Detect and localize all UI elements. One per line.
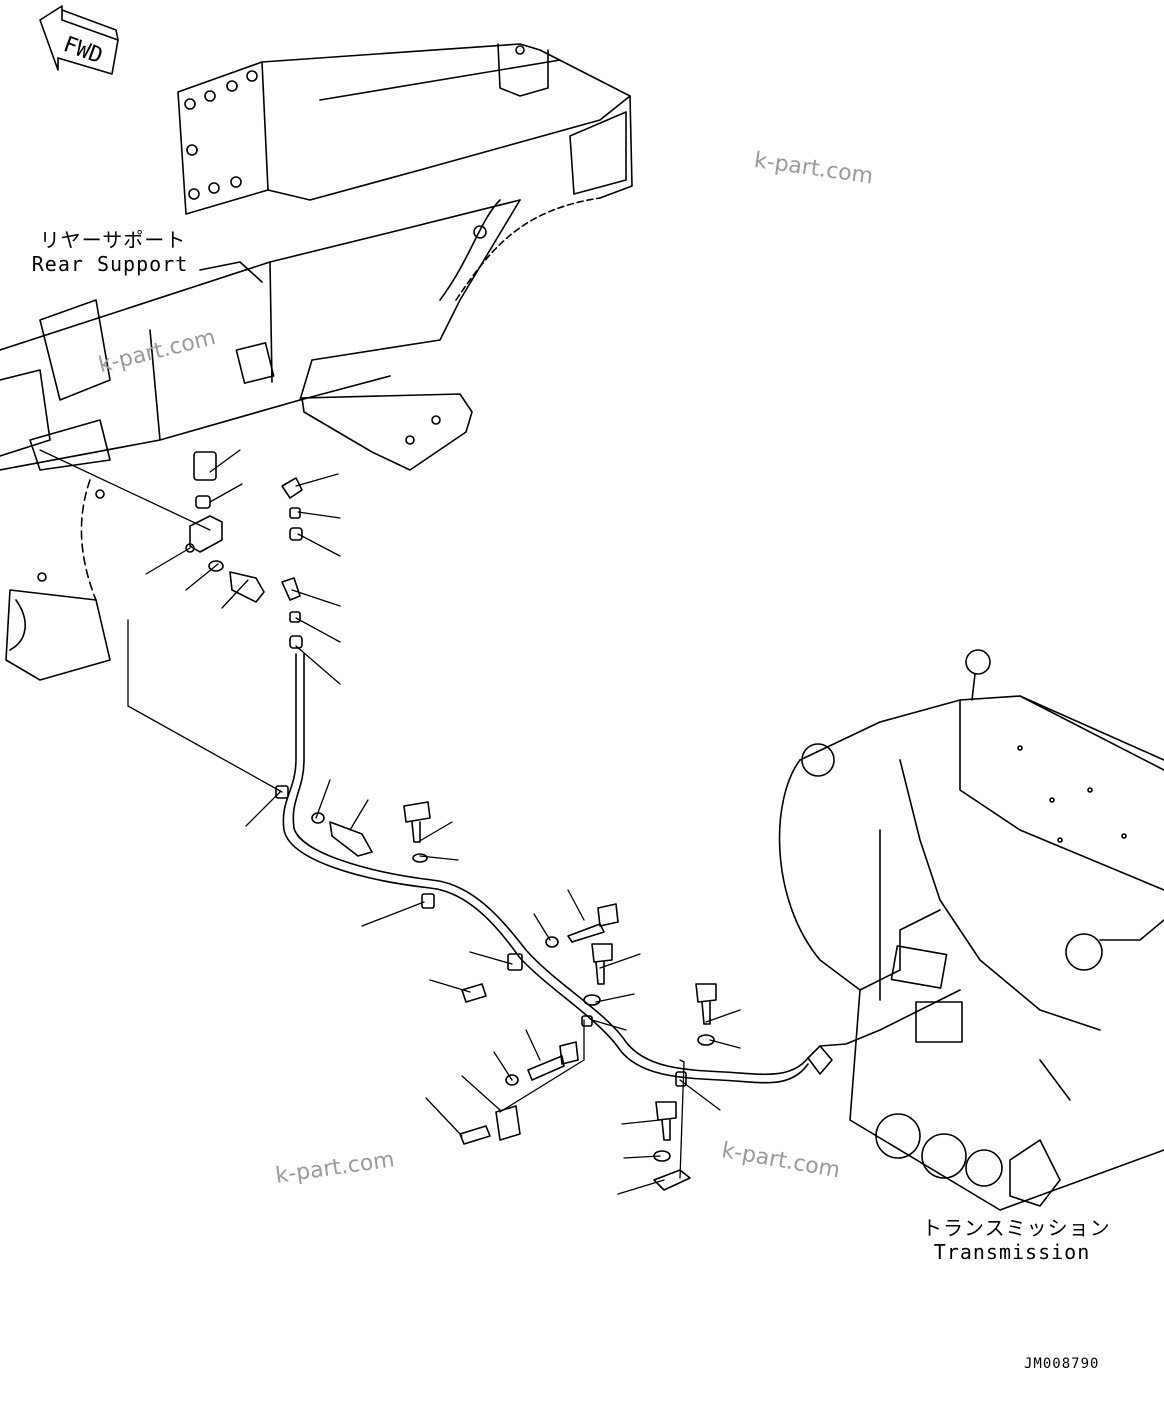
transmission-body	[780, 650, 1164, 1210]
rear-support-label-jp: リヤーサポート	[39, 228, 187, 252]
tube-route	[81, 480, 960, 1083]
parts	[186, 452, 716, 1190]
rear-support-label-en: Rear Support	[31, 252, 189, 276]
fwd-arrow: FWD	[40, 6, 118, 74]
drawing-code: JM008790	[1024, 1356, 1100, 1372]
leader-lines	[40, 450, 740, 1194]
fwd-text: FWD	[60, 32, 106, 69]
transmission-label-jp: トランスミッション	[922, 1216, 1111, 1240]
rear-support-frame	[0, 44, 632, 680]
transmission-label-en: Transmission	[933, 1240, 1091, 1264]
